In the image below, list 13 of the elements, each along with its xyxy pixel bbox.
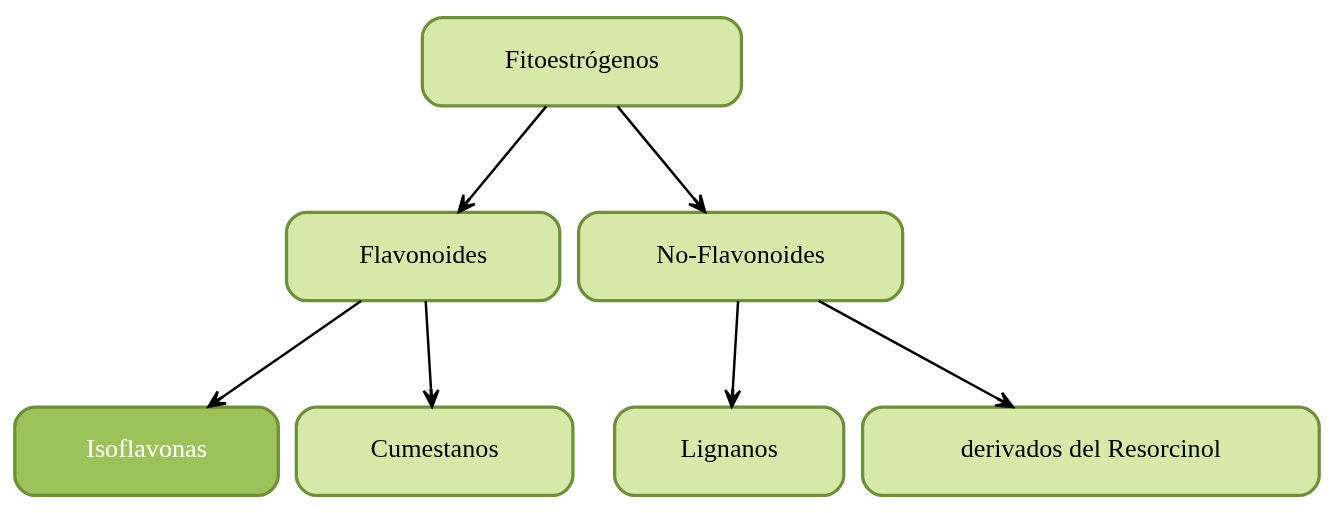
arrow [616,105,707,214]
node-box: Isoflavonas [13,405,280,498]
node-box: No-Flavonoides [577,210,905,303]
arrow [207,300,362,409]
node-box: Cumestanos [294,405,575,498]
node-box: Fitoestrógenos [420,15,744,108]
node-box: Flavonoides [284,210,562,303]
arrow [422,301,440,409]
node-box: derivados del Resorcinol [860,405,1321,498]
node-box: Lignanos [613,405,846,498]
arrow [724,301,742,409]
arrow [818,299,1015,409]
arrow [457,105,548,214]
